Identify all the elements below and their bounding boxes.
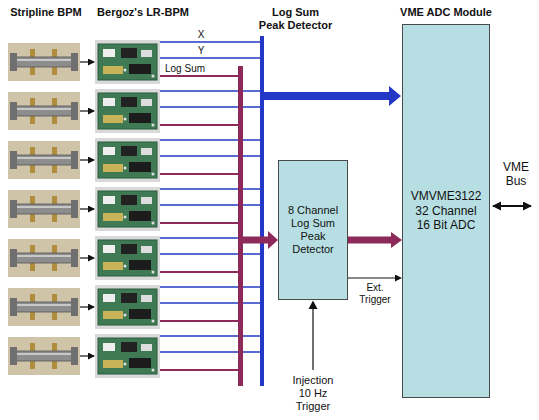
- column-header: Stripline BPM: [4, 6, 88, 19]
- edge-label: Ext. Trigger: [352, 282, 398, 306]
- x-wire: [160, 90, 262, 92]
- xy-signal-wires: [160, 42, 262, 352]
- lr-bpm-board-photo: [95, 334, 160, 378]
- log-sum-bus: [238, 66, 243, 386]
- y-wire: [160, 351, 262, 353]
- x-wire: [160, 41, 262, 43]
- y-wire: [160, 302, 262, 304]
- lr-bpm-board-photo: [95, 89, 160, 133]
- signal-name: Y: [195, 45, 207, 56]
- stripline-bpm-photo: [8, 239, 80, 277]
- adc-module-box: VMVME3122 32 Channel 16 Bit ADC: [402, 24, 490, 398]
- y-wire: [160, 253, 262, 255]
- stripline-bpm-photo: [8, 288, 80, 326]
- log-sum-bus-arrow: [243, 231, 278, 249]
- y-wire: [160, 57, 262, 59]
- box-text: VMVME3122 32 Channel 16 Bit ADC: [410, 189, 482, 232]
- log-sum-connector: [348, 237, 391, 244]
- log-sum-wire: [160, 222, 240, 224]
- signal-arrow: [80, 306, 94, 307]
- y-wire: [160, 204, 262, 206]
- signal-arrow: [80, 159, 94, 160]
- x-wire: [160, 286, 262, 288]
- log-sum-wire: [160, 320, 240, 322]
- lr-bpm-board-photo: [95, 236, 160, 280]
- log-sum-wire: [160, 75, 240, 77]
- y-wire: [160, 155, 262, 157]
- x-wire: [160, 335, 262, 337]
- y-wire: [160, 106, 262, 108]
- log-sum-wire: [160, 124, 240, 126]
- stripline-bpm-photo: [8, 141, 80, 179]
- column-header: VME ADC Module: [396, 6, 496, 19]
- stripline-bpm-photo: [8, 337, 80, 375]
- signal-arrow: [80, 61, 94, 62]
- stripline-bpm-photo: [8, 92, 80, 130]
- lr-bpm-board-photo: [95, 138, 160, 182]
- signal-arrow: [80, 208, 94, 209]
- bus-name: VME Bus: [496, 160, 536, 189]
- box-text: 8 Channel Log Sum Peak Detector: [284, 204, 342, 257]
- column-header: Bergoz's LR-BPM: [88, 6, 198, 19]
- lr-bpm-board-photo: [95, 187, 160, 231]
- signal-name: Log Sum: [165, 63, 213, 74]
- log-sum-wire: [160, 369, 240, 371]
- peak-detector-box: 8 Channel Log Sum Peak Detector: [278, 160, 348, 300]
- trigger-arrowhead: [309, 301, 318, 310]
- x-wire: [160, 139, 262, 141]
- trigger-leader: [312, 309, 313, 370]
- trigger-connector: [348, 277, 395, 278]
- signal-arrow: [80, 257, 94, 258]
- xy-bus-arrow: [264, 86, 401, 106]
- signal-arrow: [80, 110, 94, 111]
- x-wire: [160, 188, 262, 190]
- log-sum-wires: [160, 76, 240, 370]
- signal-name: X: [195, 29, 207, 40]
- log-sum-wire: [160, 271, 240, 273]
- lr-bpm-board-photo: [95, 40, 160, 84]
- log-sum-wire: [160, 173, 240, 175]
- vme-bus-arrow: [493, 205, 531, 207]
- trigger-note: Injection 10 Hz Trigger: [288, 374, 338, 414]
- signal-arrow: [80, 355, 94, 356]
- stripline-bpm-photo: [8, 43, 80, 81]
- stripline-bpm-photo: [8, 190, 80, 228]
- column-header: Log Sum Peak Detector: [258, 6, 333, 32]
- lr-bpm-board-photo: [95, 285, 160, 329]
- xy-bus: [260, 36, 264, 386]
